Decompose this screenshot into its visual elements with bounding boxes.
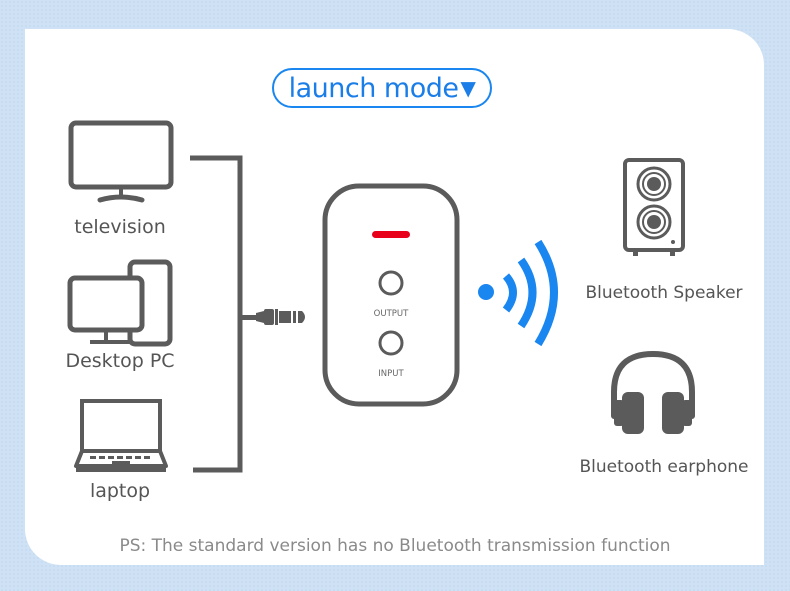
launch-mode-badge: launch mode ▼ [272, 68, 492, 108]
triangle-down-icon: ▼ [460, 76, 476, 100]
source-label-laptop: laptop [89, 480, 151, 502]
audio-jack-icon [240, 309, 305, 325]
source-label-desktop-pc: Desktop PC [65, 350, 175, 372]
desktop-pc-icon [67, 259, 173, 347]
target-label-speaker: Bluetooth Speaker [585, 283, 743, 303]
television-icon [68, 120, 174, 203]
input-port [378, 330, 404, 356]
headphones-icon [611, 350, 695, 434]
bluetooth-adapter-device [322, 183, 460, 407]
target-label-earphone: Bluetooth earphone [579, 457, 749, 477]
launch-mode-label: launch mode [288, 72, 459, 104]
connection-bracket [190, 155, 243, 473]
source-label-television: television [74, 216, 166, 238]
wireless-signal-icon [478, 239, 558, 347]
footer-note: PS: The standard version has no Bluetoot… [119, 536, 671, 556]
port-label-input: INPUT [378, 369, 404, 379]
speaker-icon [623, 158, 685, 256]
output-port [378, 270, 404, 296]
port-label-output: OUTPUT [373, 309, 409, 319]
laptop-icon [74, 399, 168, 472]
status-led [372, 231, 410, 238]
